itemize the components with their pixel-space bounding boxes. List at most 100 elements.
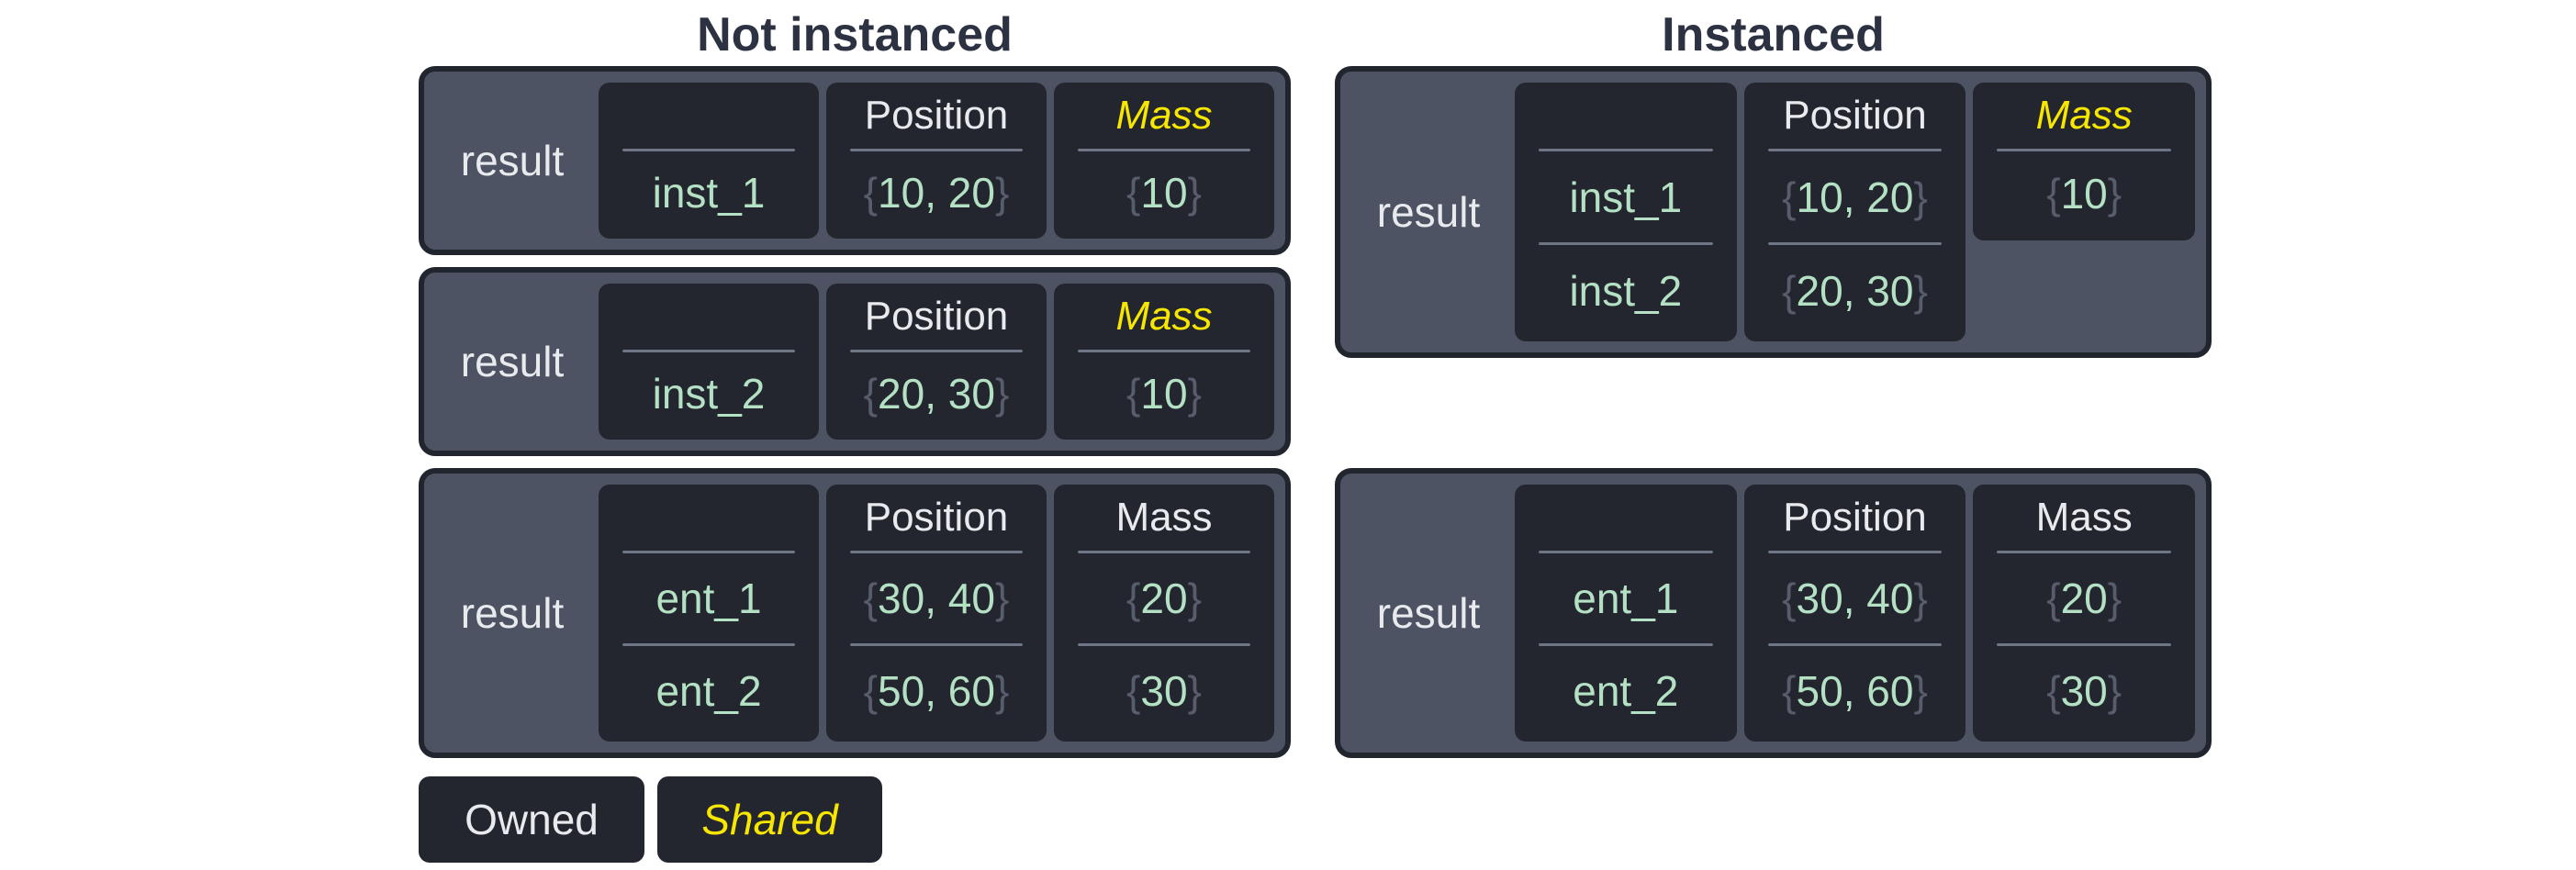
component-header: Position — [864, 294, 1009, 339]
divider-line — [1767, 551, 1943, 553]
component-value: {10} — [1973, 151, 2195, 235]
divider-line — [1539, 149, 1713, 151]
entity-column-header — [599, 284, 819, 350]
component-column-position: Position {10, 20} — [826, 83, 1047, 239]
entity-column: ent_1 ent_2 — [599, 485, 819, 742]
component-column-mass: Mass{10} — [1973, 83, 2195, 240]
entity-name: ent_2 — [1515, 646, 1737, 736]
divider-line — [1997, 149, 2171, 151]
legend: Owned Shared — [419, 776, 882, 863]
component-value-text: 50, 60 — [878, 667, 995, 715]
divider-line — [1078, 551, 1250, 553]
entity-name: inst_2 — [1515, 245, 1737, 336]
component-header: Position — [1783, 93, 1927, 138]
legend-shared: Shared — [657, 776, 882, 863]
legend-owned: Owned — [419, 776, 644, 863]
component-value: {30} — [1054, 646, 1274, 736]
component-value-text: 50, 60 — [1796, 667, 1914, 715]
close-brace: } — [1913, 173, 1928, 221]
component-column-mass: Mass{10} — [1054, 83, 1274, 239]
entity-column-header — [599, 485, 819, 551]
entity-column-header — [599, 83, 819, 149]
column-title-not-instanced: Not instanced — [697, 8, 1013, 61]
entity-name: inst_1 — [1515, 151, 1737, 242]
open-brace: { — [2046, 574, 2061, 622]
component-header: Position — [864, 93, 1009, 138]
entity-name-text: inst_1 — [1569, 173, 1683, 221]
component-column-mass: Mass{20}{30} — [1973, 485, 2195, 742]
close-brace: } — [2107, 667, 2122, 715]
entity-name-text: inst_2 — [1569, 266, 1683, 315]
close-brace: } — [1913, 266, 1928, 315]
divider-line — [1767, 242, 1943, 245]
component-value-text: 10 — [1140, 168, 1188, 217]
divider-line — [622, 149, 795, 151]
entity-column-header — [1515, 83, 1737, 149]
component-column-position: Position{30, 40}{50, 60} — [826, 485, 1047, 742]
close-brace: } — [1913, 574, 1928, 622]
component-value: {10} — [1054, 352, 1274, 434]
entity-name: ent_2 — [599, 646, 819, 736]
component-column-position: Position{30, 40}{50, 60} — [1743, 485, 1966, 742]
divider-line — [850, 149, 1023, 151]
close-brace: } — [994, 574, 1010, 622]
entity-column: inst_1 — [599, 83, 819, 239]
open-brace: { — [863, 369, 879, 418]
open-brace: { — [1782, 173, 1797, 221]
component-value-text: 30 — [1140, 667, 1188, 715]
component-value-text: 20, 30 — [878, 369, 995, 418]
entity-column-header — [1515, 485, 1737, 551]
divider-line — [622, 551, 795, 553]
divider-line — [1539, 643, 1713, 646]
open-brace: { — [863, 667, 879, 715]
open-brace: { — [2046, 169, 2061, 218]
close-brace: } — [1187, 574, 1202, 622]
close-brace: } — [2107, 169, 2122, 218]
column-title-instanced: Instanced — [1662, 8, 1885, 61]
component-value: {10, 20} — [826, 151, 1047, 233]
component-header: Mass — [1115, 93, 1213, 138]
close-brace: } — [994, 667, 1010, 715]
divider-line — [622, 643, 795, 646]
component-value: {30, 40} — [826, 553, 1047, 643]
open-brace: { — [863, 168, 879, 217]
component-value: {50, 60} — [826, 646, 1047, 736]
entity-name: inst_1 — [599, 151, 819, 233]
divider-line — [850, 551, 1023, 553]
entity-name: ent_1 — [1515, 553, 1737, 643]
component-value-text: 10, 20 — [878, 168, 995, 217]
component-column-position: Position{10, 20}{20, 30} — [1743, 83, 1966, 341]
entity-name-text: inst_2 — [652, 369, 766, 418]
entity-name-text: ent_2 — [655, 667, 762, 715]
divider-line — [1078, 350, 1250, 352]
entity-name-text: ent_1 — [655, 574, 762, 622]
divider-line — [1539, 242, 1713, 245]
component-value: {20, 30} — [826, 352, 1047, 434]
close-brace: } — [1913, 667, 1928, 715]
result-label: result — [460, 338, 565, 385]
component-value-text: 20 — [1140, 574, 1188, 622]
open-brace: { — [1782, 574, 1797, 622]
close-brace: } — [1187, 168, 1202, 217]
open-brace: { — [1126, 369, 1141, 418]
component-value: {30} — [1973, 646, 2195, 736]
open-brace: { — [1126, 574, 1141, 622]
result-label: result — [1376, 589, 1481, 637]
close-brace: } — [2107, 574, 2122, 622]
divider-line — [1078, 643, 1250, 646]
component-value-text: 10 — [2060, 169, 2108, 218]
divider-line — [1767, 149, 1943, 151]
entity-name: inst_2 — [599, 352, 819, 434]
component-cells: inst_2 Position {20, 30} Mass {10} — [599, 284, 1274, 440]
divider-line — [622, 350, 795, 352]
component-header: Mass — [1115, 294, 1213, 339]
divider-line — [1767, 643, 1943, 646]
component-column-mass: Mass {10} — [1054, 284, 1274, 440]
